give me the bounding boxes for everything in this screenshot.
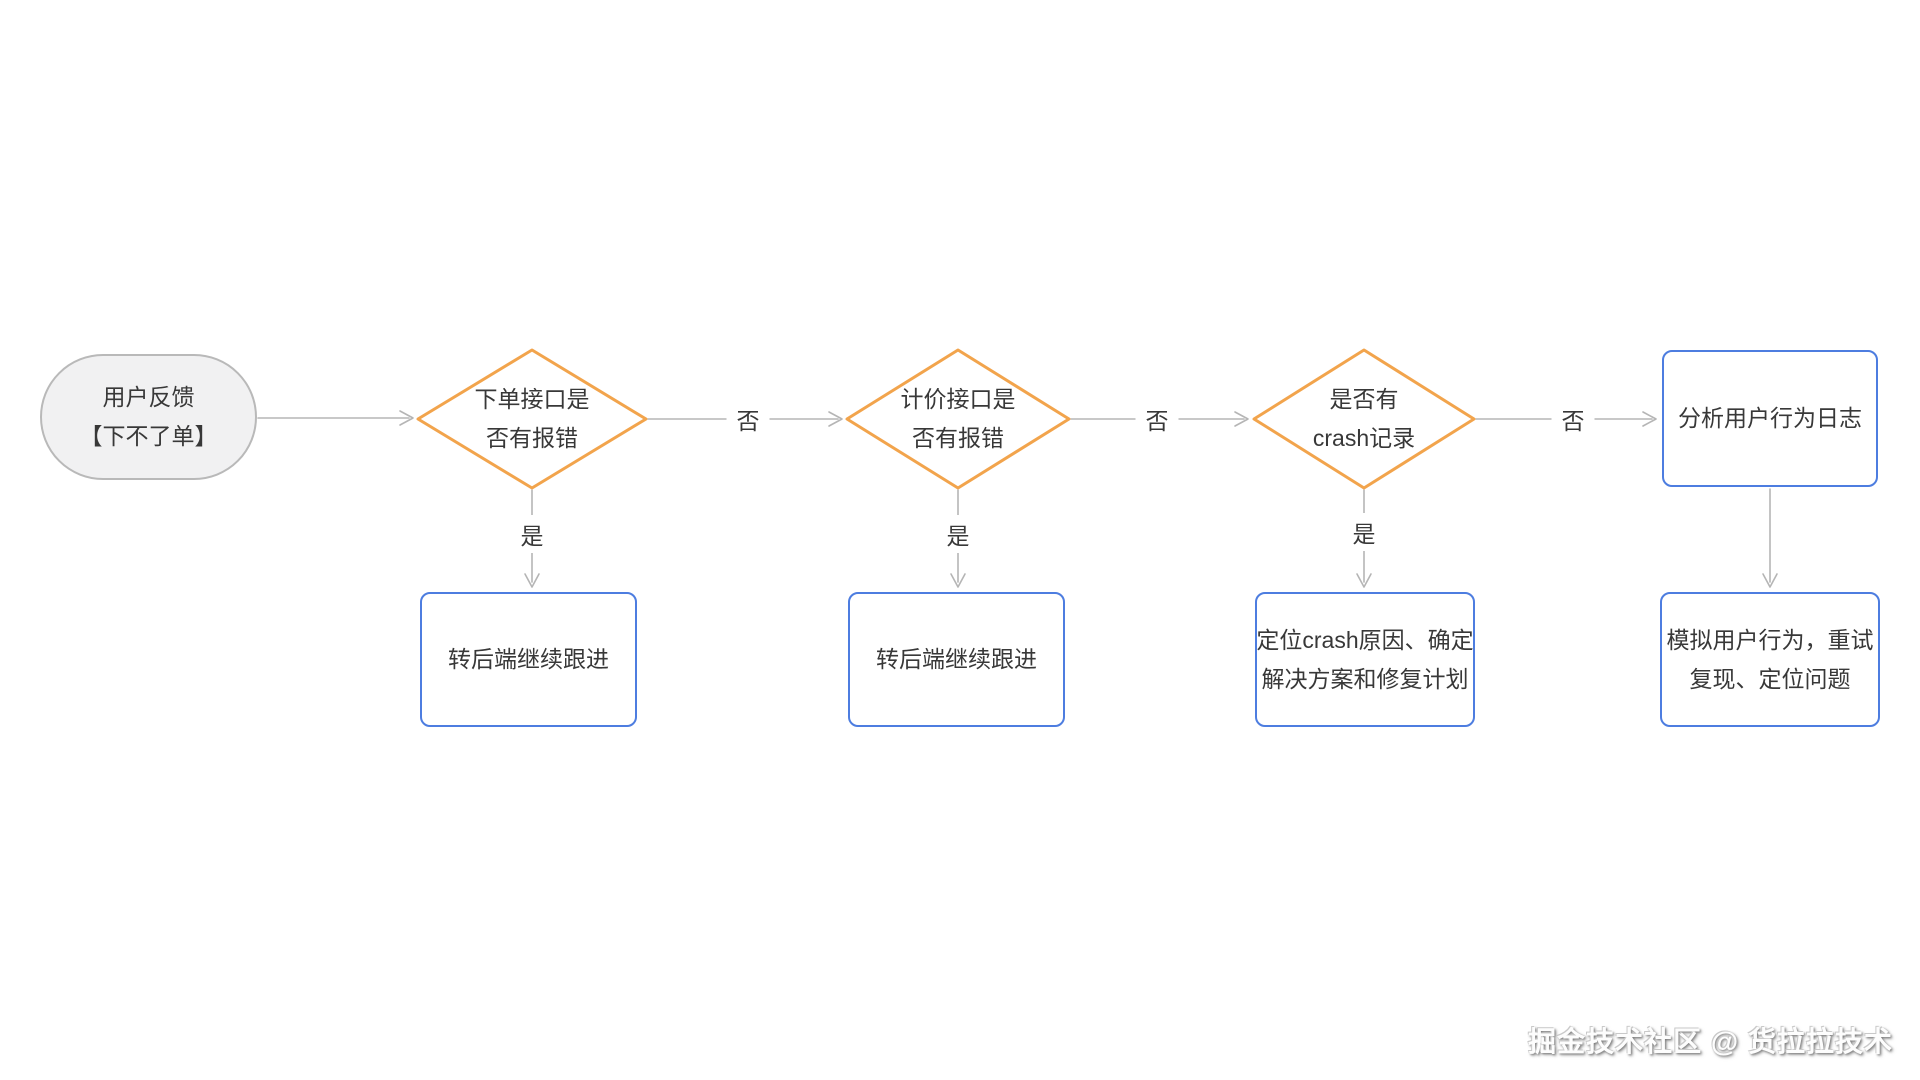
decision-pricing-api-text: 计价接口是 否有报错: [848, 369, 1068, 469]
decision-pricing-api-line1: 计价接口是: [900, 386, 1016, 412]
arrow-start-to-decision1: [257, 410, 414, 426]
backend-follow-up-node-1: 转后端继续跟进: [420, 592, 637, 727]
start-node-line1: 用户反馈: [102, 384, 195, 410]
simulate-user-node: 模拟用户行为，重试 复现、定位问题: [1660, 592, 1880, 727]
locate-crash-node: 定位crash原因、确定 解决方案和修复计划: [1255, 592, 1475, 727]
analyze-logs-node: 分析用户行为日志: [1662, 350, 1878, 487]
simulate-user-line2: 复现、定位问题: [1689, 665, 1851, 692]
locate-crash-line1: 定位crash原因、确定: [1256, 626, 1474, 653]
watermark: 掘金技术社区 @ 货拉拉技术: [1528, 1026, 1893, 1057]
backend-follow-up-node-2: 转后端继续跟进: [848, 592, 1065, 727]
backend-follow-up-2-line1: 转后端继续跟进: [876, 646, 1037, 672]
backend-follow-up-1-text: 转后端继续跟进: [448, 640, 609, 679]
backend-follow-up-1-line1: 转后端继续跟进: [448, 646, 609, 672]
decision-pricing-api-shape: [845, 348, 1071, 490]
decision-order-api-shape: [416, 348, 648, 490]
start-node-line2: 【下不了单】: [79, 423, 218, 449]
analyze-logs-text: 分析用户行为日志: [1678, 399, 1862, 438]
locate-crash-line2: 解决方案和修复计划: [1261, 665, 1469, 692]
analyze-logs-line1: 分析用户行为日志: [1678, 405, 1862, 431]
backend-follow-up-2-text: 转后端继续跟进: [876, 640, 1037, 679]
start-node-text: 用户反馈 【下不了单】: [80, 378, 218, 456]
edge-label-no-3: 否: [1551, 400, 1595, 438]
decision-order-api-line2: 否有报错: [486, 425, 578, 451]
edge-label-no-1: 否: [726, 400, 770, 438]
arrow-analyze-to-simulate: [1762, 488, 1778, 588]
locate-crash-text: 定位crash原因、确定 解决方案和修复计划: [1256, 621, 1473, 699]
decision-crash-shape: [1252, 348, 1476, 490]
decision-crash-text: 是否有 crash记录: [1254, 369, 1474, 469]
edge-label-yes-3: 是: [1342, 513, 1386, 551]
start-node: 用户反馈 【下不了单】: [40, 354, 257, 480]
decision-order-api-text: 下单接口是 否有报错: [422, 369, 642, 469]
simulate-user-line1: 模拟用户行为，重试: [1666, 626, 1874, 653]
decision-crash-line1: 是否有: [1329, 386, 1399, 412]
decision-crash-line2: crash记录: [1312, 425, 1416, 451]
edge-label-no-2: 否: [1135, 400, 1179, 438]
edge-label-yes-2: 是: [936, 515, 980, 553]
decision-order-api-line1: 下单接口是: [474, 386, 590, 412]
simulate-user-text: 模拟用户行为，重试 复现、定位问题: [1667, 621, 1874, 699]
decision-pricing-api-line2: 否有报错: [912, 425, 1004, 451]
edge-label-yes-1: 是: [510, 515, 554, 553]
